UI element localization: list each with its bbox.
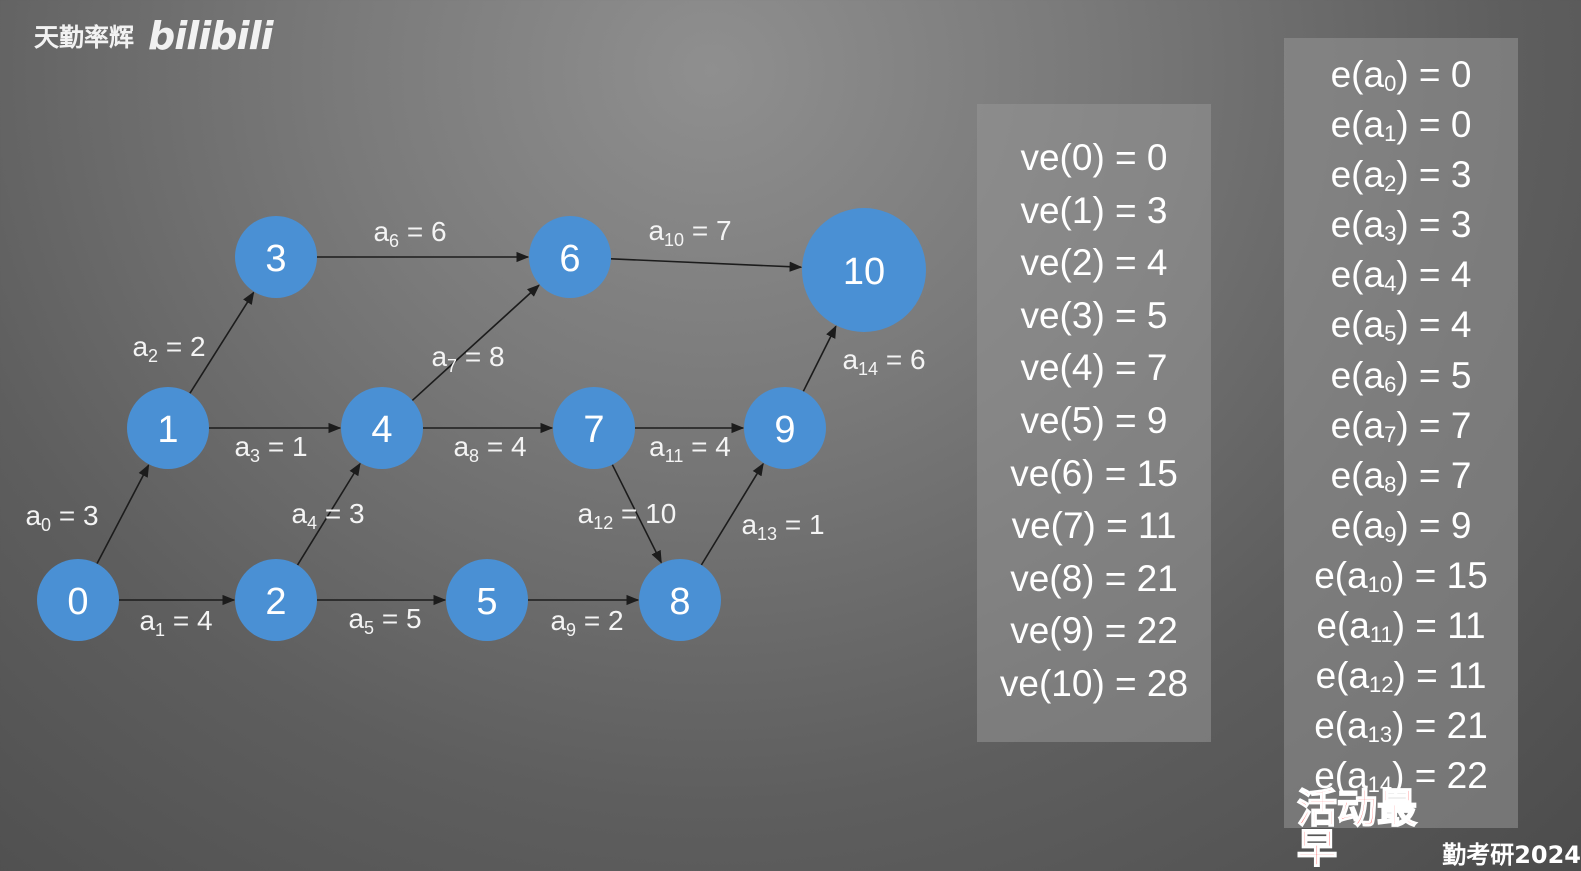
edge-label-a4: a4 = 3 [291,498,364,533]
edge-a13 [700,462,764,566]
watermark: 天勤率辉 bilibili [34,14,274,58]
ve-row-7: ve(7) = 11 [1011,505,1177,547]
e-row-a0: e(a0) = 0 [1330,54,1472,96]
edge-label-a11: a11 = 4 [649,431,731,466]
vertex-9: 9 [744,387,826,469]
ve-row-3: ve(3) = 5 [1020,294,1168,336]
promo-banner: 活动最早 勤考研2024 [1296,786,1581,871]
edge-a4 [296,462,361,566]
edge-label-a5: a5 = 5 [348,603,421,638]
bilibili-logo: bilibili [148,14,274,58]
vertex-5: 5 [446,559,528,641]
edge-a0 [96,464,150,565]
edge-label-a10: a10 = 7 [648,215,731,250]
vertex-7: 7 [553,387,635,469]
ve-row-6: ve(6) = 15 [1010,452,1178,494]
vertex-6: 6 [529,216,611,298]
edge-label-a3: a3 = 1 [234,431,307,466]
e-row-a4: e(a4) = 4 [1330,254,1472,297]
ve-row-5: ve(5) = 9 [1020,399,1168,441]
e-row-a5: e(a5) = 4 [1330,304,1472,347]
e-row-a14: e(a14) = 22 [1314,755,1488,798]
e-row-a10: e(a10) = 15 [1314,554,1488,597]
vertex-8: 8 [639,559,721,641]
ve-row-0: ve(0) = 0 [1020,137,1168,178]
aoe-network-graph: a0 = 3 a1 = 4 a2 = 2 a3 = 1 a4 = 3 a5 = 5 a6 =… [25,208,926,641]
ve-row-4: ve(4) = 7 [1020,347,1168,389]
vertex-2: 2 [235,559,317,641]
vertex-label: 3 [265,238,286,280]
edge-a2 [189,291,255,394]
vertex-label: 7 [583,409,604,451]
watermark-text: 天勤率辉 [34,23,135,52]
edge-label-a1: a1 = 4 [139,605,212,640]
e-row-a3: e(a3) = 3 [1330,204,1472,247]
edge-label-a9: a9 = 2 [550,605,623,640]
edge-label-a0: a0 = 3 [25,500,98,535]
vertex-label: 1 [157,409,178,451]
promo-text: 勤考研2024 [1442,841,1581,869]
e-row-a13: e(a13) = 21 [1314,705,1488,748]
ve-row-1: ve(1) = 3 [1020,189,1168,231]
edge-a12 [611,464,662,564]
edge-label-a13: a13 = 1 [741,509,824,544]
edge-a7 [411,284,540,402]
e-row-a12: e(a12) = 11 [1315,655,1487,698]
edge-label-a14: a14 = 6 [842,344,925,379]
edge-label-a12: a12 = 10 [578,498,677,533]
vertex-3: 3 [235,216,317,298]
vertex-label: 2 [265,581,286,623]
e-row-a8: e(a8) = 7 [1330,454,1472,497]
vertex-label: 10 [843,251,885,293]
e-row-a1: e(a1) = 0 [1330,104,1472,147]
e-panel: e(a0) = 0 e(a1) = 0 e(a2) = 3 e(a3) = 3 e(a4… [1284,38,1518,828]
edge-label-a7: a7 = 8 [431,341,504,376]
ve-panel: ve(0) = 0 ve(1) = 3 ve(2) = 4 ve(3) = 5 ve(4… [977,104,1211,742]
vertex-label: 4 [371,409,392,451]
ve-row-8: ve(8) = 21 [1010,557,1178,599]
edge-a10 [610,258,803,272]
edge-label-a2: a2 = 2 [132,331,205,366]
edge-label-a8: a8 = 4 [453,431,526,466]
edge-label-a6: a6 = 6 [373,216,446,251]
ve-row-10: ve(10) = 28 [999,662,1189,704]
e-row-a9: e(a9) = 9 [1330,504,1472,547]
vertex-0: 0 [37,559,119,641]
vertex-10: 10 [802,208,926,332]
e-row-a11: e(a11) = 11 [1316,605,1486,648]
vertex-label: 5 [476,581,497,623]
vertex-label: 9 [774,409,795,451]
e-row-a6: e(a6) = 5 [1330,354,1472,397]
e-row-a2: e(a2) = 3 [1330,154,1472,197]
vertex-4: 4 [341,387,423,469]
vertex-label: 8 [669,581,690,623]
ve-row-9: ve(9) = 22 [1010,610,1178,652]
ve-row-2: ve(2) = 4 [1020,242,1168,284]
edge-a14 [802,325,837,392]
vertex-label: 6 [559,238,580,280]
vertex-1: 1 [127,387,209,469]
vertex-label: 0 [67,581,88,623]
e-row-a7: e(a7) = 7 [1330,404,1472,447]
promo-highlight: 活动最早 [1296,786,1418,871]
